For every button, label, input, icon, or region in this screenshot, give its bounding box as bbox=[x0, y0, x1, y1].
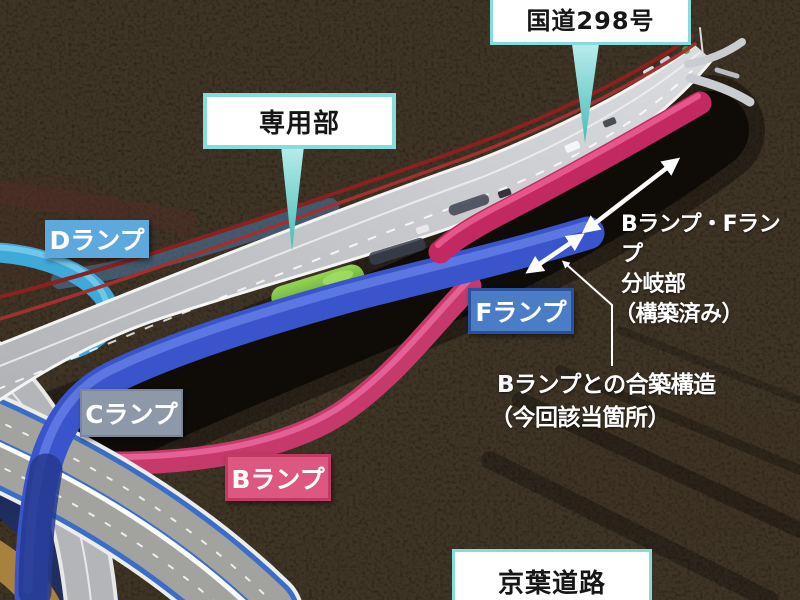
callout-keiyo-label: 京葉道路 bbox=[497, 569, 606, 599]
red-barrier-lines bbox=[0, 34, 697, 321]
ground-road bbox=[0, 393, 302, 600]
note-joint-line2: （今回該当箇所） bbox=[490, 405, 670, 431]
callout-exclusive-label: 専用部 bbox=[258, 108, 340, 139]
note-branch-line2: 分岐部 bbox=[621, 272, 686, 297]
note-branch-line3: （構築済み） bbox=[614, 302, 744, 327]
note-joint-line1: Bランプとの合築構造 bbox=[497, 372, 716, 398]
callout-pointer-route298 bbox=[572, 44, 599, 143]
callout-route298-label: 国道298号 bbox=[526, 7, 655, 35]
ramp-tag-c-label: Cランプ bbox=[85, 400, 178, 429]
ramp-tag-f-label: Fランプ bbox=[475, 298, 567, 327]
leader-line bbox=[561, 260, 613, 366]
callout-route298: 国道298号 bbox=[490, 0, 691, 45]
f-ramp-path bbox=[14, 216, 605, 600]
callout-exclusive-section: 専用部 bbox=[203, 93, 396, 149]
ramp-tag-b-label: Bランプ bbox=[231, 464, 325, 494]
ramp-tag-b: Bランプ bbox=[225, 454, 331, 501]
ramp-tag-f: Fランプ bbox=[468, 288, 574, 334]
note-joint-structure: Bランプとの合築構造 （今回該当箇所） bbox=[490, 369, 716, 435]
magenta-barrier bbox=[428, 91, 712, 264]
callout-pointer-exclusive bbox=[281, 146, 304, 251]
callout-keiyo-road: 京葉道路 bbox=[452, 549, 652, 600]
ramp-tag-d-label: Dランプ bbox=[49, 226, 145, 255]
annotation-arrows bbox=[525, 157, 681, 366]
double-arrow-lower bbox=[525, 233, 585, 274]
main-expressway bbox=[0, 27, 755, 402]
double-arrow-upper bbox=[581, 157, 681, 234]
note-branch-section: Bランプ・Fランプ 分岐部 （構築済み） bbox=[614, 210, 800, 330]
ramp-tag-d: Dランプ bbox=[45, 220, 149, 258]
note-branch-line1: Bランプ・Fランプ bbox=[621, 212, 781, 267]
ramp-tag-c: Cランプ bbox=[80, 389, 183, 437]
